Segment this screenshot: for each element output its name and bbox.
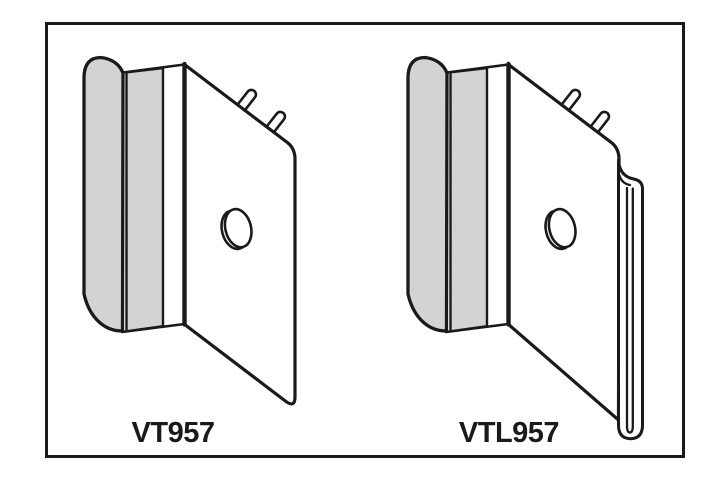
label-vt957: VT957 — [131, 417, 215, 449]
lip-inner-edge — [625, 186, 634, 434]
folded-lip — [617, 158, 644, 441]
lip-fold-line — [617, 169, 632, 187]
vt957-illustration — [84, 58, 297, 406]
vtl957-illustration — [408, 58, 644, 441]
label-vtl957: VTL957 — [458, 417, 560, 449]
figure-border — [45, 22, 685, 458]
